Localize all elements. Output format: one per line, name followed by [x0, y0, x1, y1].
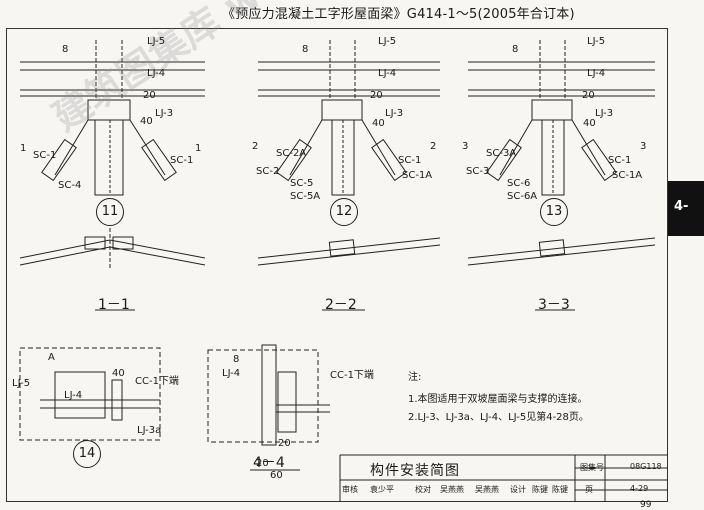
d12-label-sc1: SC-1 [398, 155, 422, 166]
d11-cut-right: 1 [195, 143, 202, 154]
d13-label-sc1: SC-1 [608, 155, 632, 166]
drawing-name: 构件安装简图 [370, 463, 460, 479]
d44-label-lj4: LJ-4 [222, 368, 241, 379]
section-2-2-label: 2－2 [325, 297, 357, 313]
d44-label-cc1: CC-1下端 [330, 370, 374, 381]
d14-label-lj5: LJ-5 [12, 378, 31, 389]
side-tab: 4- [668, 181, 704, 236]
d13-label-sc1a: SC-1A [612, 170, 643, 181]
d13-label-lj4: LJ-4 [587, 68, 606, 79]
d13-label-lj5: LJ-5 [587, 36, 606, 47]
d11-label-sc1-left: SC-1 [33, 150, 57, 161]
header-title: 《预应力混凝土工字形屋面梁》G414-1～5(2005年合订本) [222, 7, 575, 22]
page-label: 页 [585, 485, 593, 494]
section-1-1-label: 1－1 [98, 297, 130, 313]
tb-check-label: 校对 [415, 485, 431, 494]
detail-14-marker: 14 [73, 440, 101, 468]
detail-13-marker: 13 [540, 198, 568, 226]
d13-label-20: 20 [582, 90, 595, 101]
tb-check-sign: 吴燕燕 [475, 485, 499, 494]
d13-label-8: 8 [512, 44, 519, 55]
d14-label-lj4: LJ-4 [64, 390, 83, 401]
detail-12-marker: 12 [330, 198, 358, 226]
note-2: 2.LJ-3、LJ-3a、LJ-4、LJ-5见第4-28页。 [408, 412, 589, 423]
d12-cut-left: 2 [252, 141, 259, 152]
set-no-label: 图集号 [580, 463, 604, 472]
page-value: 4-29 [630, 484, 649, 493]
d13-label-lj3: LJ-3 [595, 108, 614, 119]
d12-label-lj3: LJ-3 [385, 108, 404, 119]
d12-label-sc1a: SC-1A [402, 170, 433, 181]
tb-review-name: 袁少平 [370, 485, 394, 494]
d12-label-sc2a: SC-2A [276, 148, 307, 159]
d44-label-20b: 20 [256, 458, 269, 469]
d14-label-a: A [48, 352, 55, 363]
d11-cut-left: 1 [20, 143, 27, 154]
d12-label-sc5: SC-5 [290, 178, 314, 189]
d12-cut-right: 2 [430, 141, 437, 152]
drawing-frame [6, 28, 668, 502]
d13-label-sc6a: SC-6A [507, 191, 538, 202]
side-tab-label: 4- [674, 199, 689, 214]
d12-label-lj4: LJ-4 [378, 68, 397, 79]
d11-label-sc1-right: SC-1 [170, 155, 194, 166]
d11-label-20: 20 [143, 90, 156, 101]
d13-label-40: 40 [583, 118, 596, 129]
section-4-4-label: 4－4 [253, 455, 285, 471]
d12-label-20: 20 [370, 90, 383, 101]
page-number: 99 [640, 500, 652, 510]
tb-design-name: 陈键 [532, 485, 548, 494]
tb-review-label: 审核 [342, 485, 358, 494]
title-block: 构件安装简图 图集号 08G118 页 4-29 审核 袁少平 校对 吴燕燕 吴… [340, 455, 668, 502]
section-3-3-label: 3－3 [538, 297, 570, 313]
d13-label-sc3: SC-3 [466, 166, 490, 177]
d13-cut-left: 3 [462, 141, 469, 152]
d44-label-60: 60 [270, 470, 283, 481]
d12-label-8: 8 [302, 44, 309, 55]
d14-label-lj3a: LJ-3a [137, 425, 162, 436]
tb-design-sign: 陈键 [552, 485, 568, 494]
note-1: 1.本图适用于双坡屋面梁与支撑的连接。 [408, 394, 588, 405]
d12-label-sc5a: SC-5A [290, 191, 321, 202]
tb-check-name: 吴燕燕 [440, 485, 464, 494]
d13-cut-right: 3 [640, 141, 647, 152]
d11-label-lj3: LJ-3 [155, 108, 174, 119]
d11-label-8: 8 [62, 44, 69, 55]
d11-label-lj4: LJ-4 [147, 68, 166, 79]
set-no-value: 08G118 [630, 462, 662, 471]
d44-label-8: 8 [233, 354, 240, 365]
d44-label-20a: 20 [278, 438, 291, 449]
d13-label-sc3a: SC-3A [486, 148, 517, 159]
tb-design-label: 设计 [510, 485, 526, 494]
notes-title: 注: [408, 372, 422, 383]
d12-label-lj5: LJ-5 [378, 36, 397, 47]
d11-label-sc4: SC-4 [58, 180, 82, 191]
d11-label-lj5: LJ-5 [147, 36, 166, 47]
d11-label-40: 40 [140, 116, 153, 127]
d14-label-cc1: CC-1下端 [135, 376, 179, 387]
d12-label-40: 40 [372, 118, 385, 129]
d12-label-sc2: SC-2 [256, 166, 280, 177]
d13-label-sc6: SC-6 [507, 178, 531, 189]
d14-label-40: 40 [112, 368, 125, 379]
detail-11-marker: 11 [96, 198, 124, 226]
